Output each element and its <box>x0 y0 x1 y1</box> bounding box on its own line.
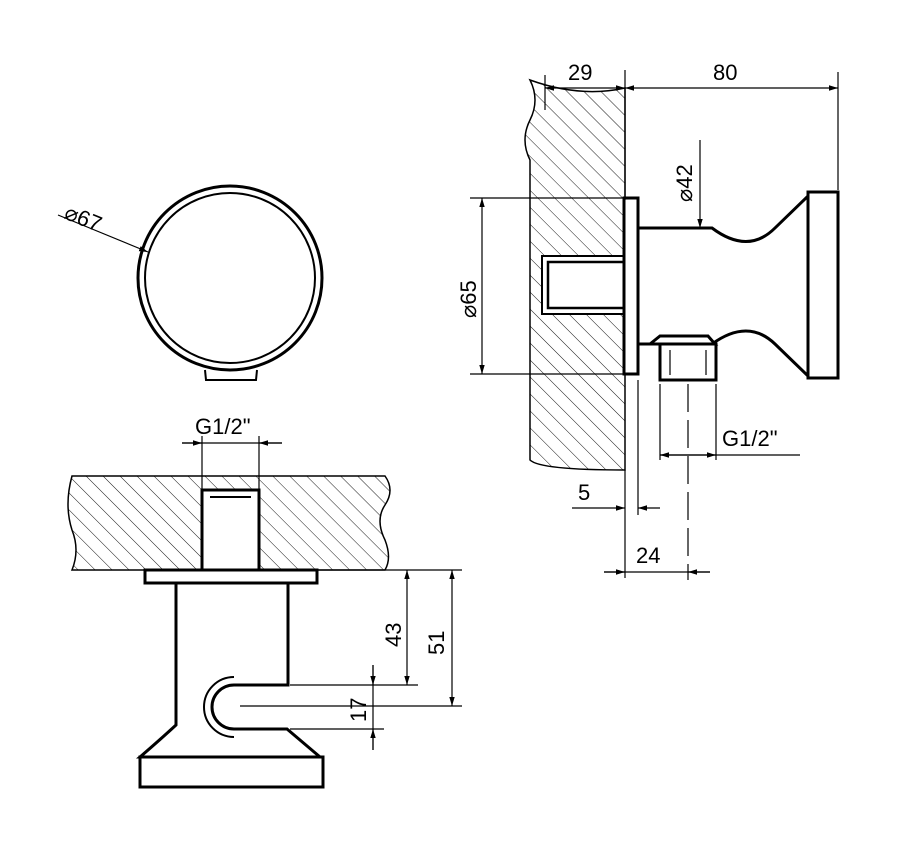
side-inlet-pipe <box>546 260 627 310</box>
bottom-base-plate <box>138 755 325 789</box>
side-view: 29 80 ⌀42 ⌀65 G1/2" 5 24 <box>456 60 840 580</box>
dim-label-43: 43 <box>381 623 406 647</box>
front-diameter-leader <box>57 214 149 253</box>
dim-label-17: 17 <box>346 698 371 722</box>
bottom-view: G1/2" 43 51 17 <box>67 414 462 789</box>
dim-label-42: ⌀42 <box>672 164 697 202</box>
side-head-plate <box>806 190 840 380</box>
dim-label-g12-bottom: G1/2" <box>195 414 251 439</box>
dim-label-24: 24 <box>636 543 660 568</box>
bottom-flange <box>143 568 319 585</box>
dim-label-g12-side: G1/2" <box>722 426 778 451</box>
dim-label-65: ⌀65 <box>456 280 481 318</box>
dim-label-5: 5 <box>578 480 590 505</box>
side-outlet-nut <box>658 342 718 382</box>
bottom-body <box>135 581 325 759</box>
bottom-inlet-stub <box>200 488 261 574</box>
dim-label-80: 80 <box>713 60 737 85</box>
front-inner-ring <box>144 192 316 364</box>
side-flange-plate <box>622 196 640 376</box>
front-view: ⌀67 <box>57 184 324 381</box>
dim-label-29: 29 <box>568 60 592 85</box>
front-outlet-stub <box>204 369 258 381</box>
dim-label-51: 51 <box>424 631 449 655</box>
bottom-hook-inner <box>203 676 235 738</box>
